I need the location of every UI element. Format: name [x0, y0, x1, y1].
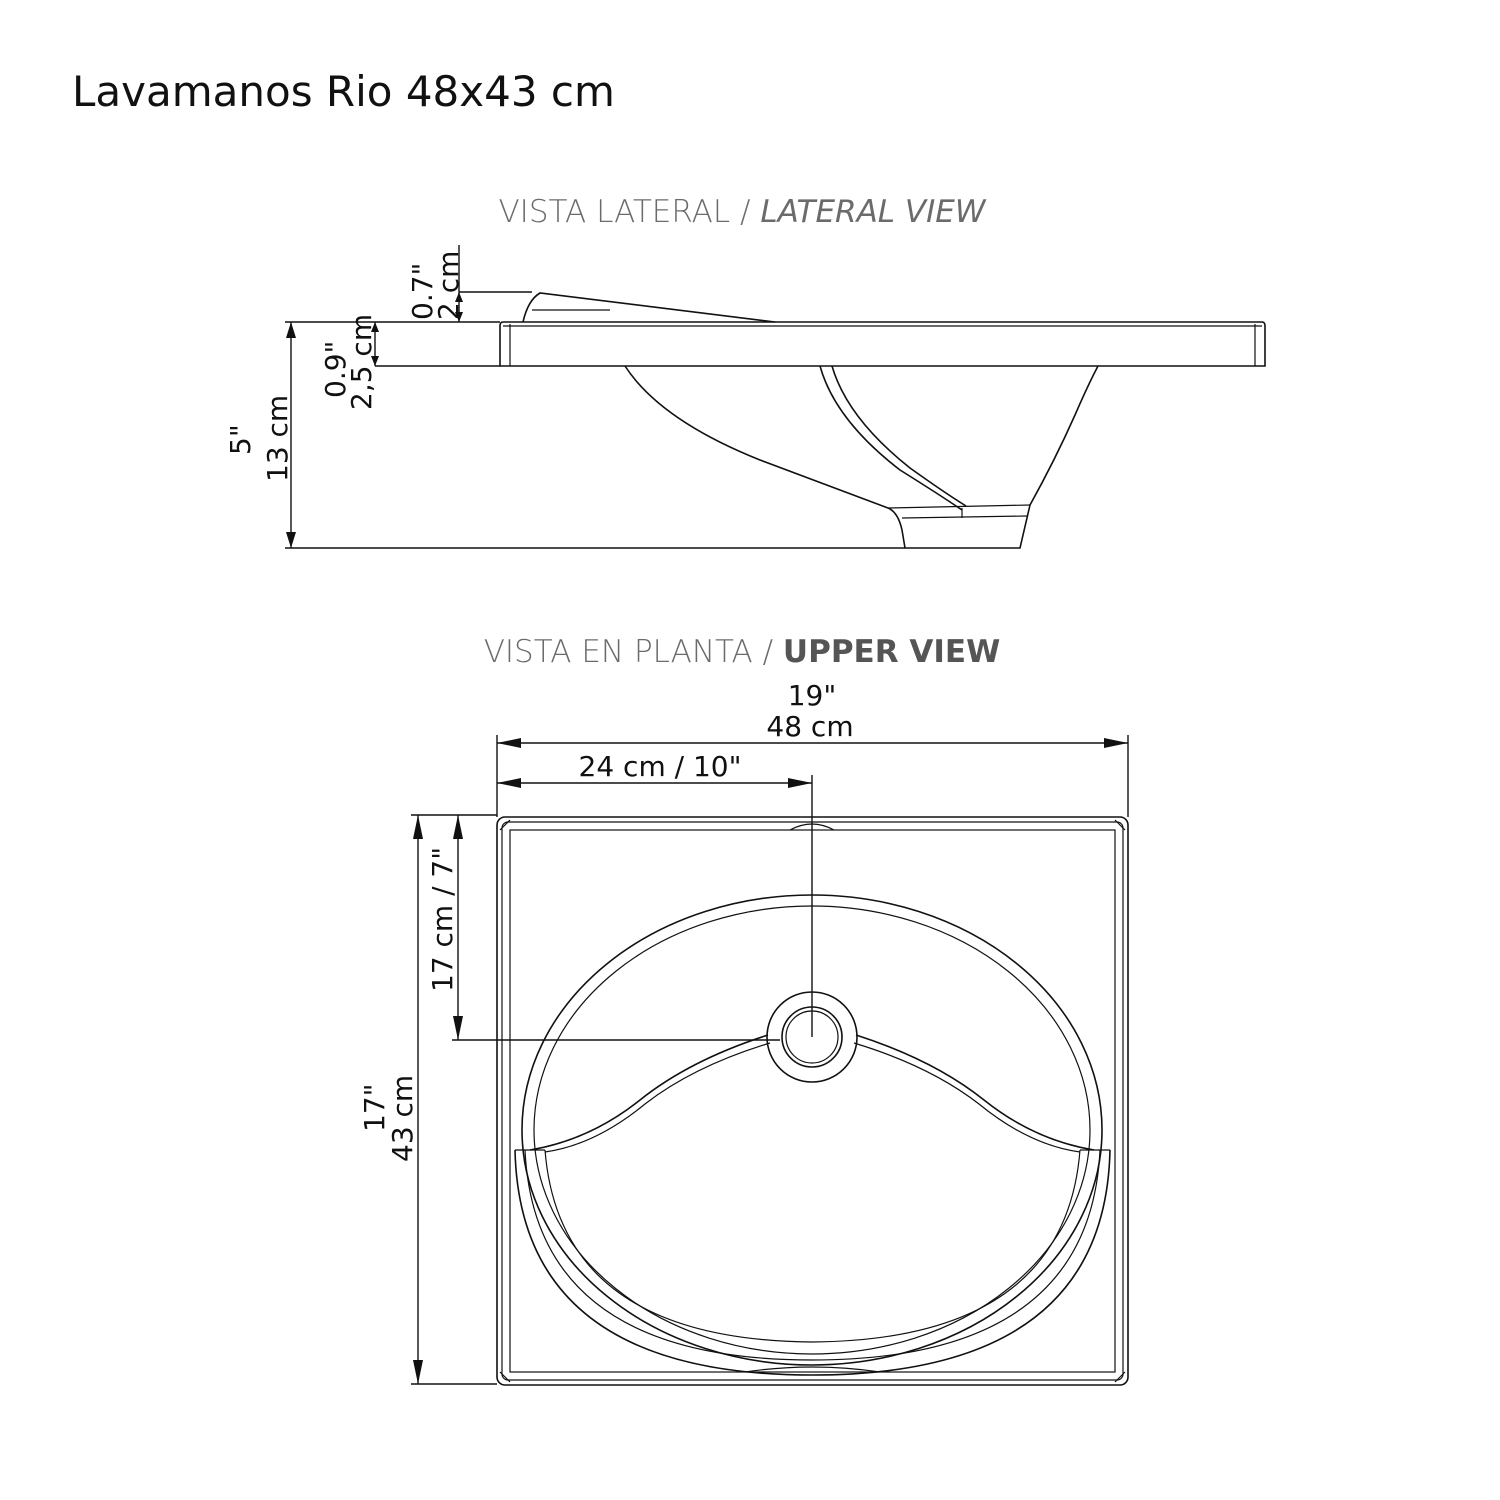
drain-offset-y: 17 cm / 7"	[426, 847, 459, 992]
page-title: Lavamanos Rio 48x43 cm	[72, 67, 615, 116]
rim-height-in: 0.9"	[319, 341, 352, 398]
total-height-in: 5"	[224, 424, 257, 455]
lateral-view-drawing	[499, 292, 1266, 549]
depth-in: 17"	[358, 1083, 391, 1132]
width-cm: 48 cm	[766, 710, 853, 743]
upper-dimensions	[411, 735, 1129, 1385]
depth-cm: 43 cm	[386, 1075, 419, 1162]
overflow-height-in: 0.7"	[406, 263, 439, 320]
lateral-view-heading: VISTA LATERAL / LATERAL VIEW	[498, 194, 986, 230]
lateral-dimensions	[285, 245, 905, 549]
overflow-height-cm: 2 cm	[432, 251, 465, 320]
drain-offset-x: 24 cm / 10"	[579, 750, 742, 783]
width-in: 19"	[788, 679, 837, 712]
rim-height-cm: 2,5 cm	[345, 314, 378, 410]
total-height-cm: 13 cm	[261, 395, 294, 482]
upper-view-heading: VISTA EN PLANTA / UPPER VIEW	[484, 634, 1001, 670]
